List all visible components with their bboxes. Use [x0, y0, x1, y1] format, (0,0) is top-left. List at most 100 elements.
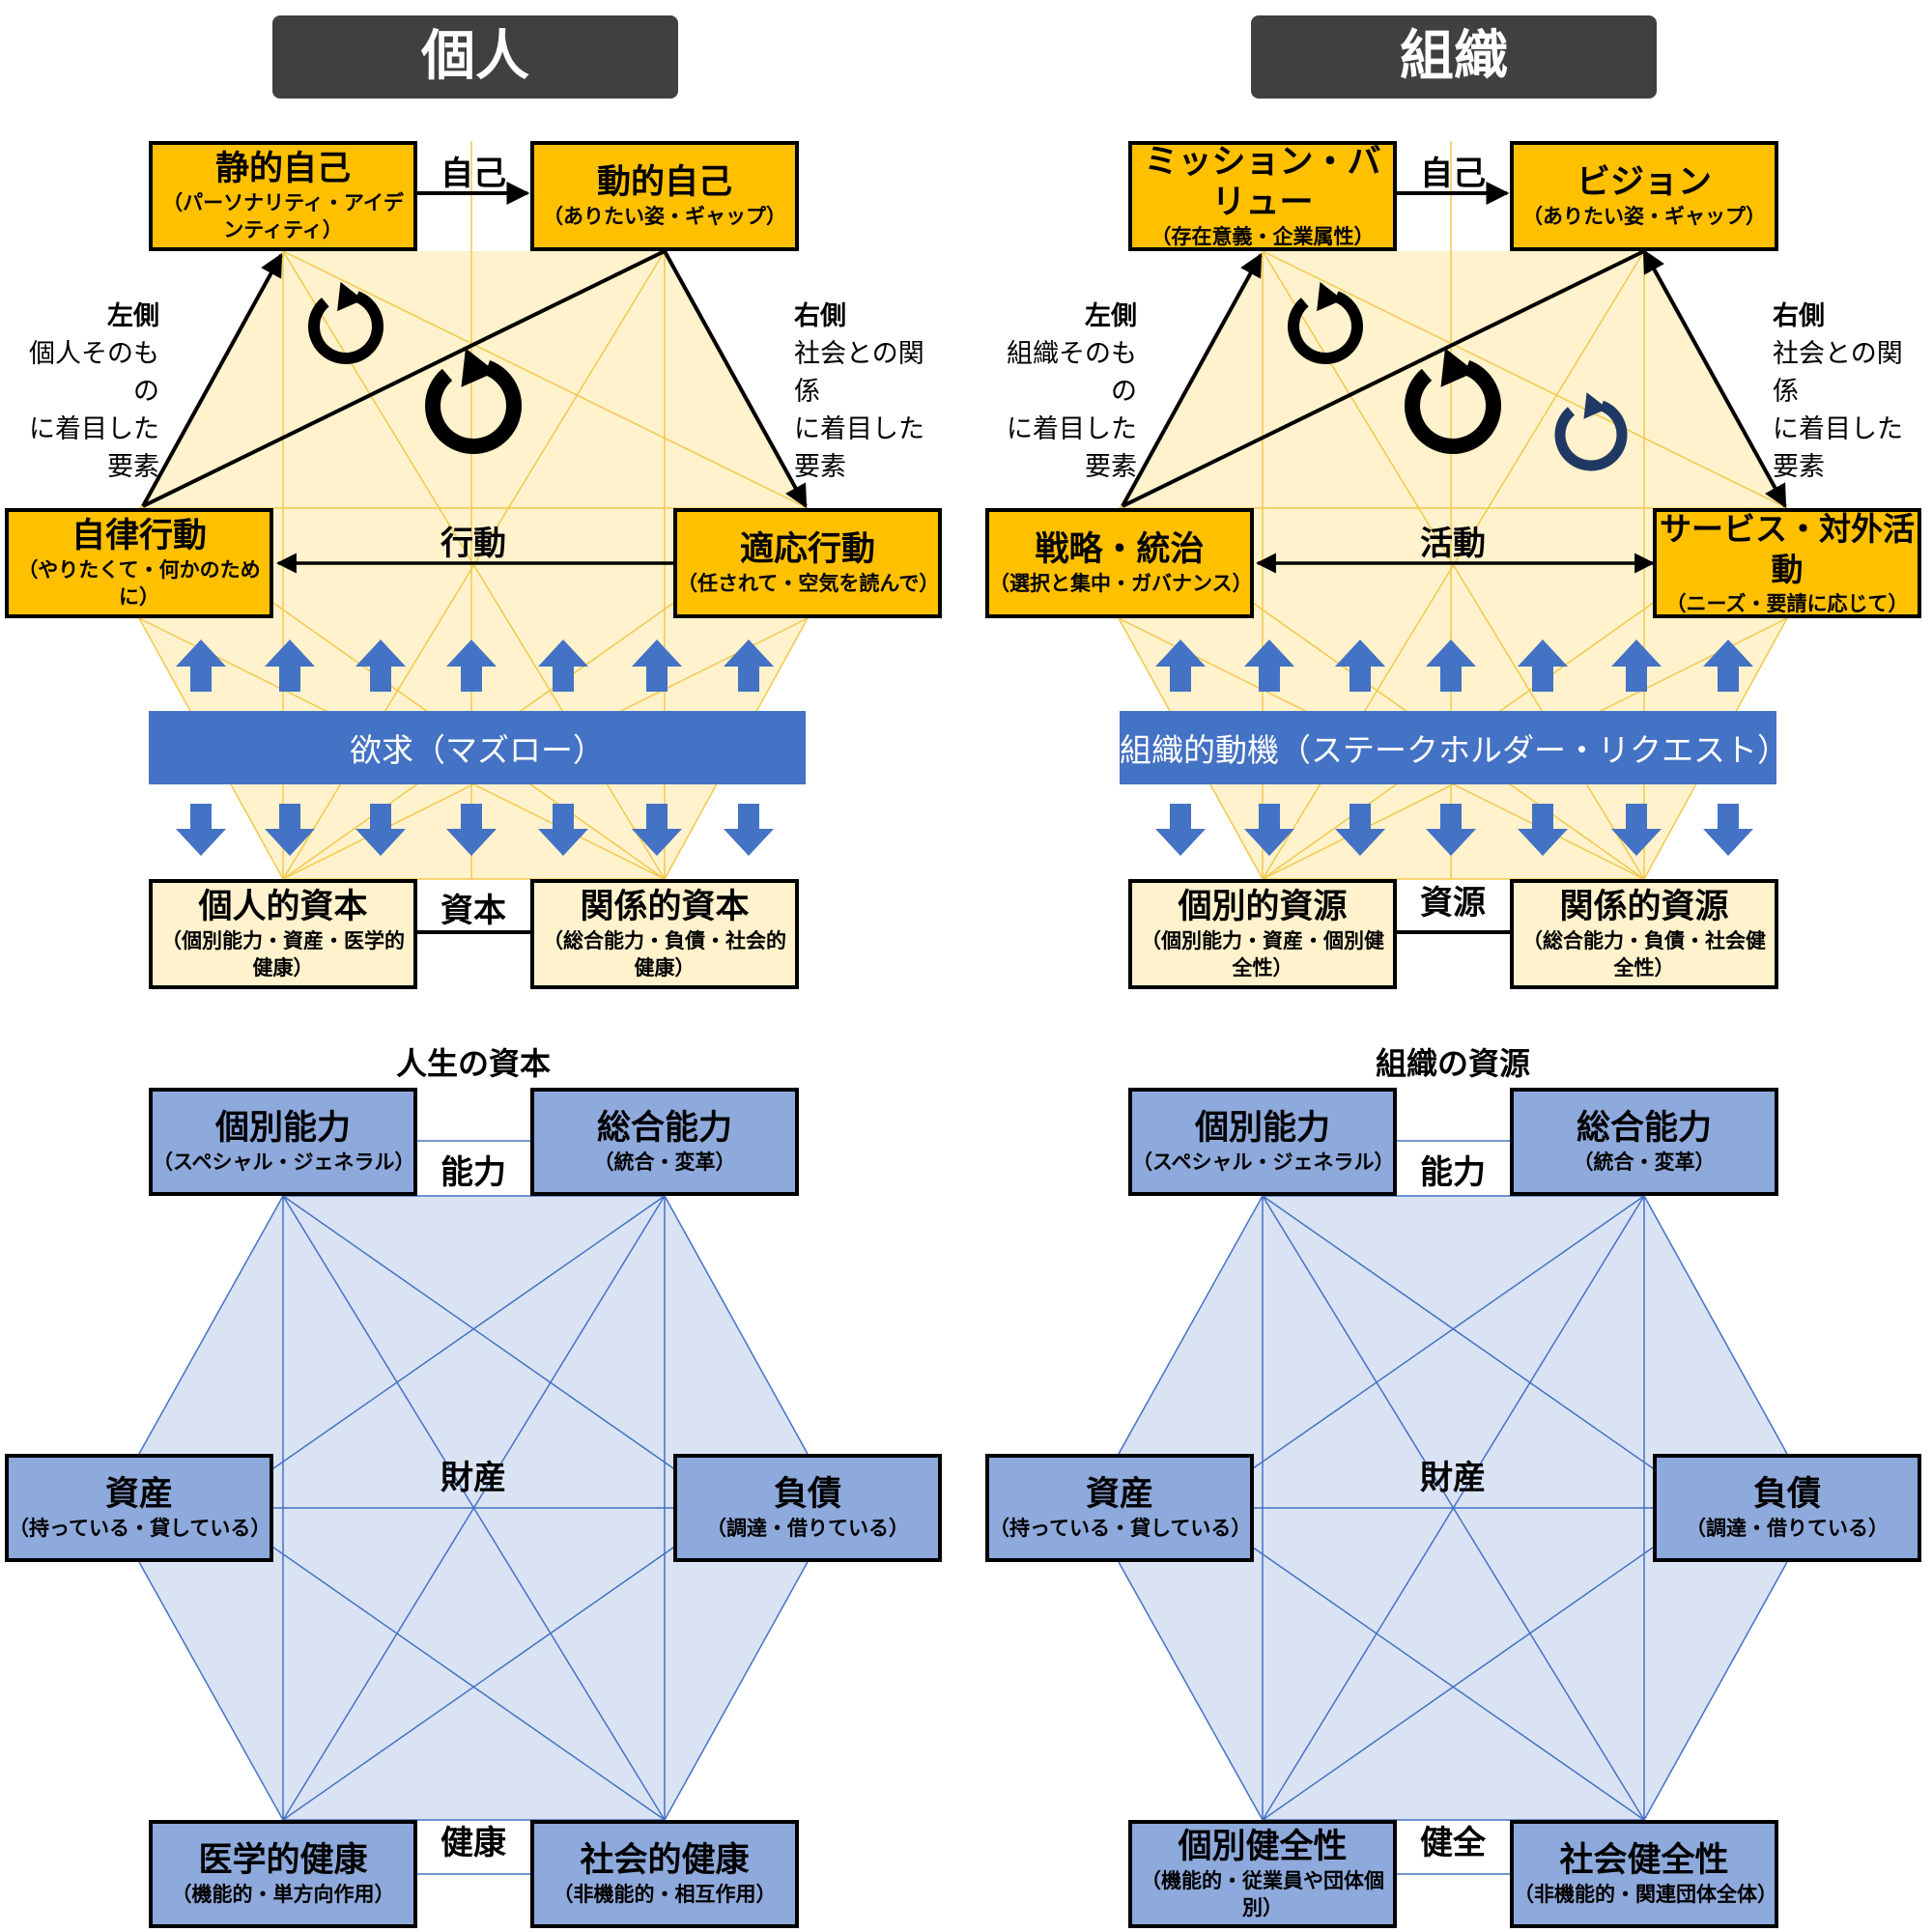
hex-box-sub: （統合・変革） [1573, 1151, 1716, 1174]
up-arrow-icon [724, 639, 774, 692]
right-side-title: 右側 [1773, 301, 1825, 331]
personal-desire-banner: 欲求（マズロー） [149, 711, 806, 784]
hex-box-label: 医学的健康 [198, 1841, 368, 1880]
hex-box-sub: （非機能的・相互作用） [553, 1883, 777, 1906]
autonomous-action-box: 自律行動 （やりたくて・何かのために） [5, 508, 273, 618]
individual-resource-label: 個別的資源 [1178, 888, 1348, 926]
down-arrow-icon [446, 804, 497, 856]
org-hex-assets-box: 資産 （持っている・貸している） [985, 1454, 1254, 1562]
org-hex-integrated-ability-box: 総合能力 （統合・変革） [1510, 1088, 1778, 1196]
hex-box-sub: （調達・借りている） [1686, 1517, 1889, 1540]
down-arrow-icon [632, 804, 682, 856]
hex-box-sub: （非機能的・関連団体全体） [1514, 1883, 1777, 1906]
personal-capital-edge-label: 資本 [440, 892, 506, 930]
relational-resource-label: 関係的資源 [1559, 888, 1729, 926]
vision-box: ビジョン （ありたい姿・ギャップ） [1510, 141, 1778, 251]
personal-self-edge-label: 自己 [440, 155, 506, 193]
right-side-line: 社会との関係 [794, 339, 924, 407]
hex-box-sub: （スペシャル・ジェネラル） [1132, 1151, 1395, 1174]
personal-capital-sub: （個別能力・資産・医学的健康） [161, 929, 405, 980]
hexagon-line [664, 1561, 809, 1821]
org-hex-title: 組織の資源 [1375, 1045, 1530, 1082]
hex-box-label: 資産 [1085, 1475, 1153, 1514]
diagonal-line [1122, 249, 1645, 508]
relational-capital-label: 関係的資本 [580, 888, 750, 926]
down-arrow-icon [265, 804, 315, 856]
right-side-line: 社会との関係 [1773, 339, 1903, 407]
service-external-box: サービス・対外活動 （ニーズ・要請に応じて） [1653, 508, 1921, 618]
strategy-governance-sub: （選択と集中・ガバナンス） [989, 572, 1253, 595]
right-down-arrow [1642, 248, 1787, 509]
dark-cycle-arrow-icon-head [1583, 392, 1608, 419]
hex-box-sub: （持っている・貸している） [989, 1517, 1252, 1540]
hexagon-line [138, 1561, 284, 1821]
personal-hex-integrated-ability-box: 総合能力 （統合・変革） [530, 1088, 799, 1196]
left-up-arrow [1121, 252, 1263, 507]
network-line [282, 250, 809, 509]
hexagon-line [664, 1195, 809, 1455]
cycle-arrow-icon [1405, 360, 1501, 454]
up-arrow-icon [632, 639, 682, 692]
hex-box-label: 負債 [1752, 1475, 1821, 1514]
personal-hex-individual-ability-box: 個別能力 （スペシャル・ジェネラル） [149, 1088, 417, 1196]
adaptive-action-box: 適応行動 （任されて・空気を読んで） [673, 508, 942, 618]
org-hex-individual-soundness-box: 個別健全性 （機能的・従業員や団体個別） [1128, 1820, 1397, 1928]
relational-capital-sub: （総合能力・負債・社会的健康） [543, 929, 786, 980]
down-arrow-icon [1426, 804, 1476, 856]
down-arrow-icon [355, 804, 406, 856]
down-arrow-icon [1611, 804, 1662, 856]
personal-header: 個人 [272, 15, 678, 99]
personal-hex-property-label: 財産 [440, 1459, 506, 1497]
right-side-title: 右側 [794, 301, 846, 331]
static-self-sub: （パーソナリティ・アイデンティティ） [162, 191, 404, 242]
vision-label: ビジョン [1576, 163, 1712, 202]
org-hex-property-label: 財産 [1420, 1459, 1486, 1497]
left-side-line: 要素 [1085, 452, 1137, 482]
up-arrow-icon [355, 639, 406, 692]
cycle-arrow-icon-head [1317, 281, 1344, 312]
autonomous-action-label: 自律行動 [71, 517, 207, 555]
individual-resource-box: 個別的資源 （個別能力・資産・個別健全性） [1128, 879, 1397, 989]
dark-cycle-arrow-icon [1554, 400, 1628, 471]
autonomous-action-sub: （やりたくて・何かのために） [17, 558, 261, 609]
adaptive-action-label: 適応行動 [739, 530, 875, 569]
personal-hex-medical-health-box: 医学的健康 （機能的・単方向作用） [149, 1820, 417, 1928]
cycle-arrow-icon [1288, 291, 1363, 364]
up-arrow-icon [1518, 639, 1568, 692]
personal-hex-title: 人生の資本 [395, 1045, 551, 1082]
down-arrow-icon [1703, 804, 1753, 856]
vision-sub: （ありたい姿・ギャップ） [1522, 205, 1766, 228]
personal-action-edge-label: 行動 [440, 525, 506, 563]
down-arrow-icon [724, 804, 774, 856]
mission-value-box: ミッション・バリュー （存在意義・企業属性） [1128, 141, 1397, 251]
org-right-side-note: 右側 社会との関係 に着目した 要素 [1773, 298, 1927, 486]
personal-hex-assets-box: 資産 （持っている・貸している） [5, 1454, 273, 1562]
relational-capital-box: 関係的資本 （総合能力・負債・社会的健康） [530, 879, 799, 989]
hex-box-sub: （持っている・貸している） [9, 1517, 271, 1540]
personal-right-side-note: 右側 社会との関係 に着目した 要素 [794, 298, 949, 486]
org-left-side-note: 左側 組織そのもの に着目した 要素 [987, 298, 1137, 486]
hex-box-label: 負債 [773, 1475, 841, 1514]
hexagon-line [138, 1195, 284, 1455]
personal-hex-health-label: 健康 [440, 1824, 506, 1862]
up-arrow-icon [1155, 639, 1206, 692]
cycle-arrow-icon-head [337, 281, 364, 312]
org-hex-liabilities-box: 負債 （調達・借りている） [1653, 1454, 1921, 1562]
cycle-arrow-icon [308, 291, 384, 364]
left-side-line: 要素 [107, 452, 159, 482]
individual-resource-sub: （個別能力・資産・個別健全性） [1141, 929, 1384, 980]
personal-capital-label: 個人的資本 [198, 888, 368, 926]
up-arrow-icon [265, 639, 315, 692]
down-arrow-icon [1518, 804, 1568, 856]
hex-box-label: 個別能力 [214, 1109, 351, 1148]
hexagon-line [1643, 1195, 1788, 1455]
org-header: 組織 [1251, 15, 1657, 99]
down-arrow-icon [1335, 804, 1385, 856]
left-side-line: 組織そのもの [1007, 339, 1137, 407]
hexagon-line [1118, 1195, 1264, 1455]
right-down-arrow [663, 250, 808, 509]
down-arrow-icon [1244, 804, 1294, 856]
org-motive-banner: 組織的動機（ステークホルダー・リクエスト） [1120, 711, 1789, 784]
right-side-line: に着目した [794, 414, 924, 444]
hex-box-label: 社会的健康 [580, 1841, 750, 1880]
